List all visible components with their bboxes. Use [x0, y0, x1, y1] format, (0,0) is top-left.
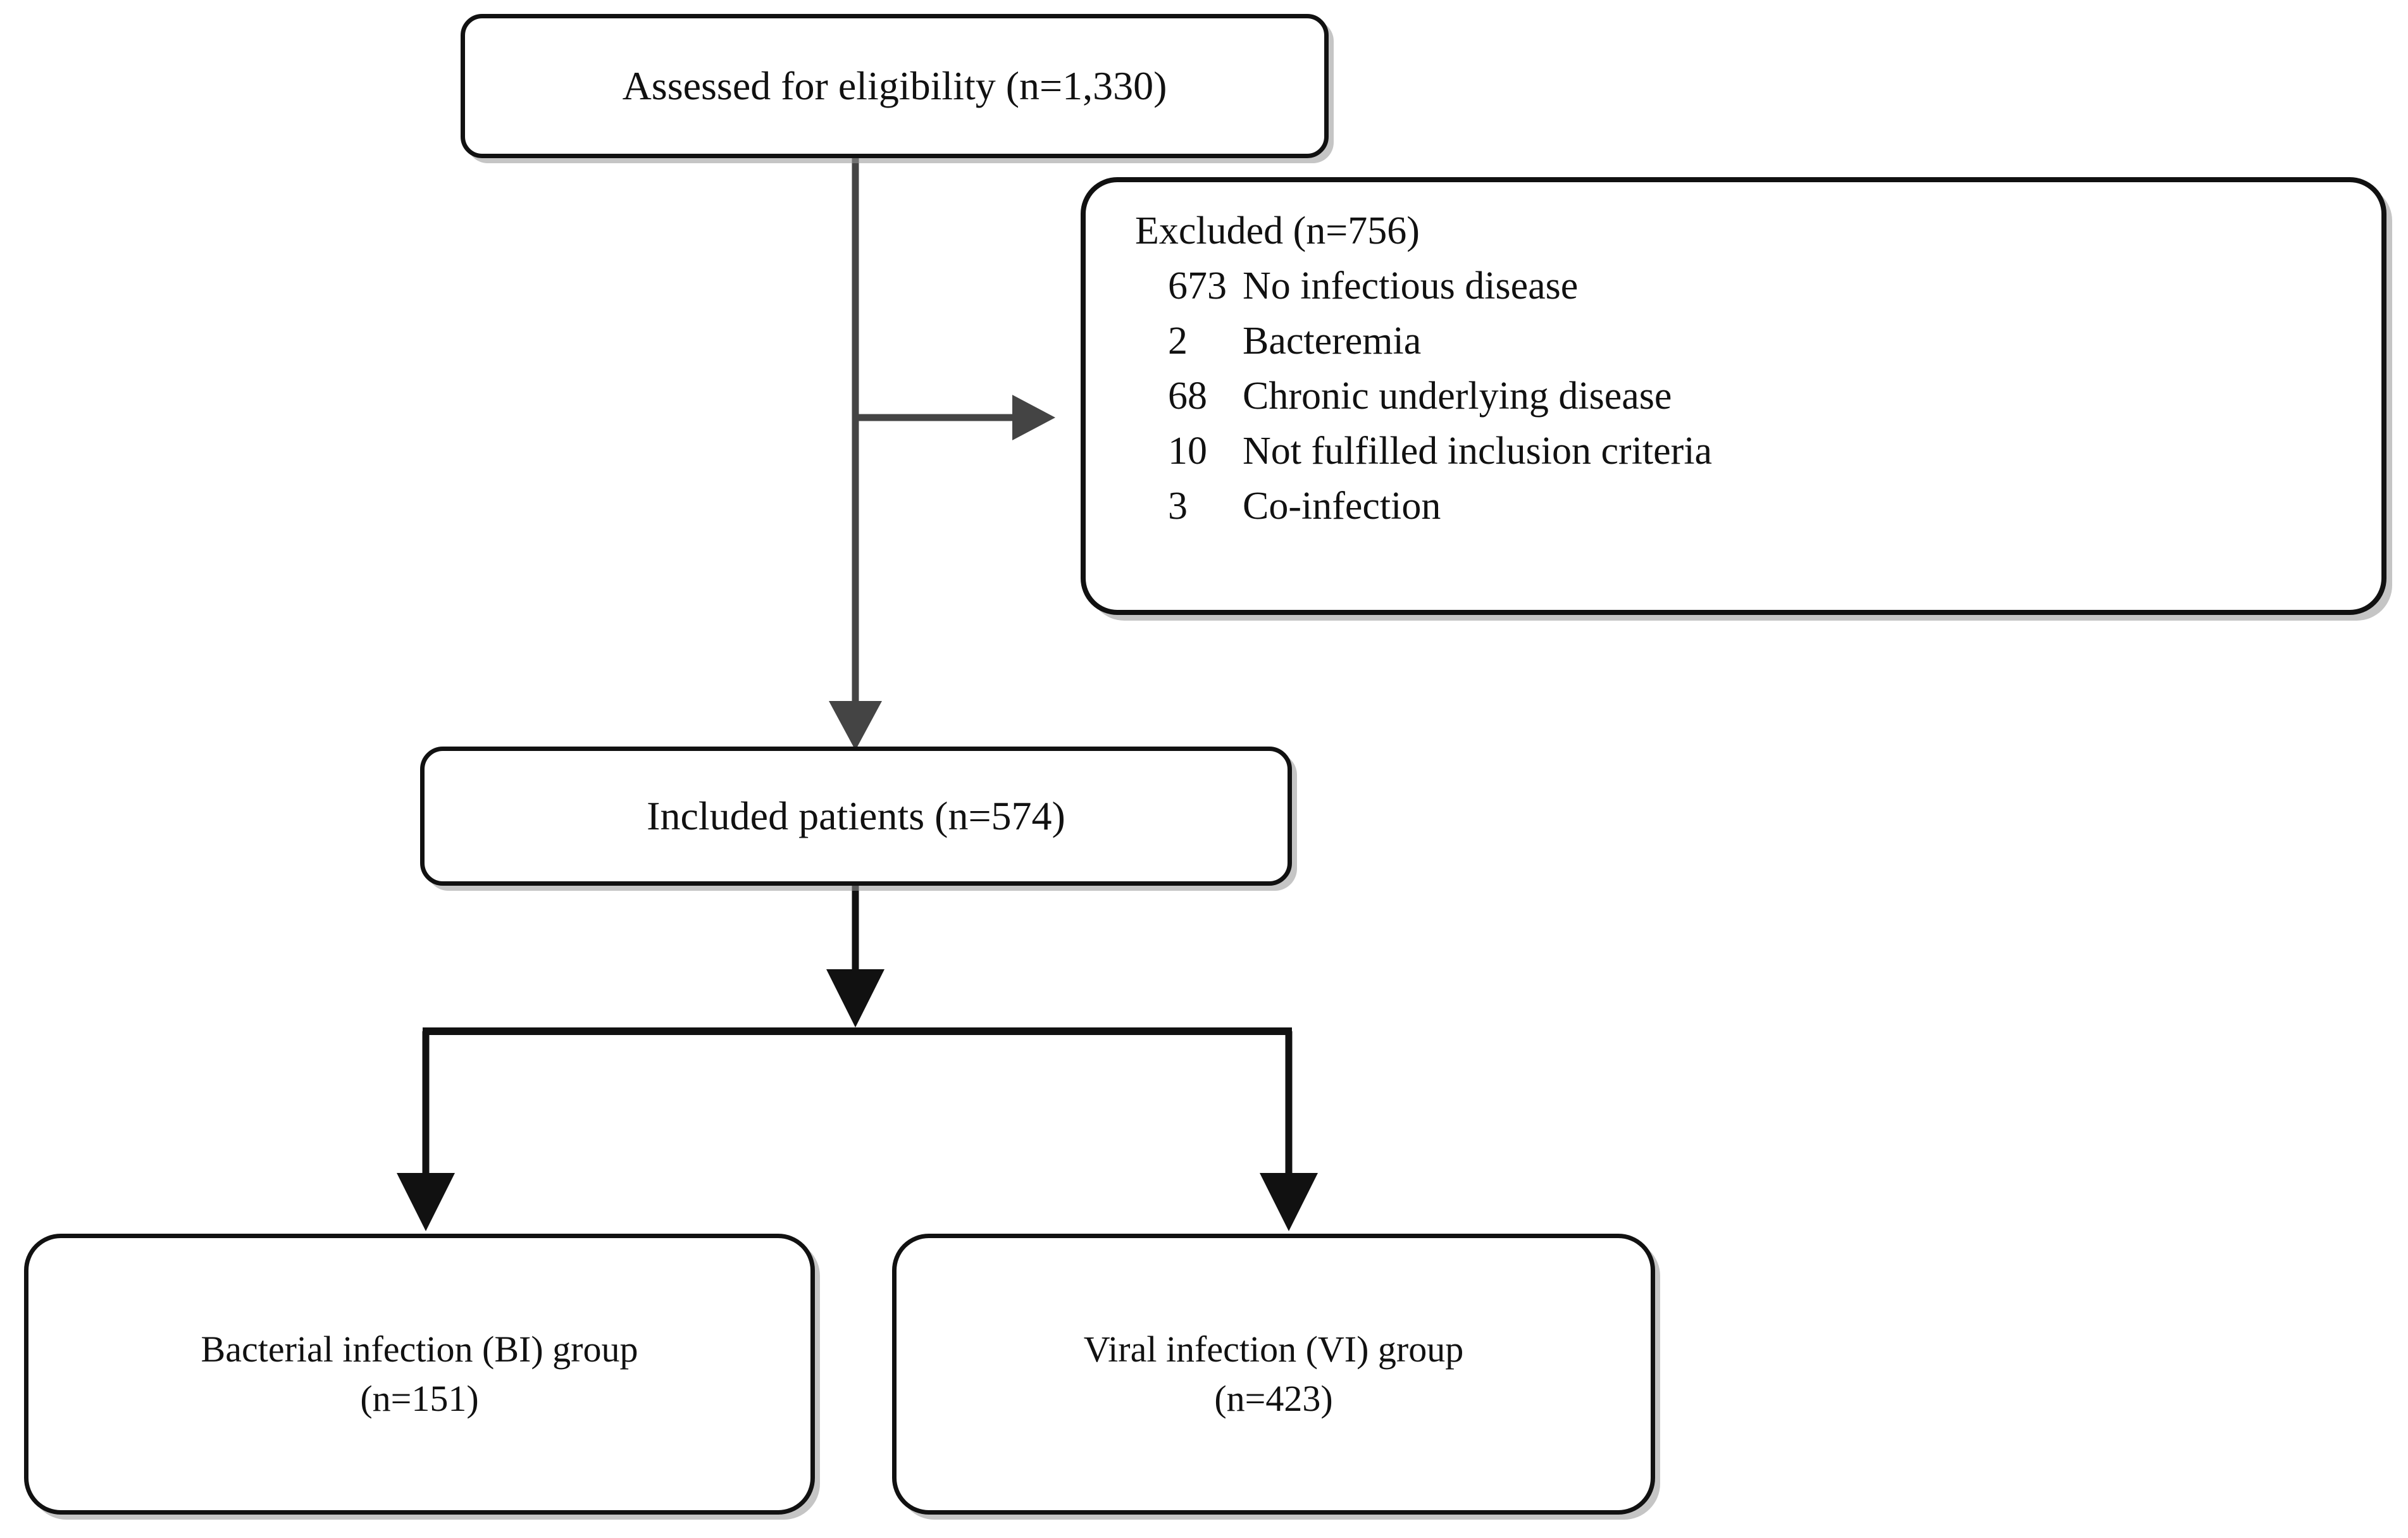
- node-included-label: Included patients (n=574): [647, 793, 1065, 838]
- excluded-reason-item: 3 Co-infection: [1168, 484, 1712, 529]
- excluded-reason-list: 673 No infectious disease 2 Bacteremia 6…: [1135, 264, 1712, 529]
- excluded-reason-label: Chronic underlying disease: [1243, 375, 1672, 418]
- excluded-body: Excluded (n=756) 673 No infectious disea…: [1086, 182, 1712, 529]
- excluded-reason-count: 673: [1168, 264, 1227, 307]
- excluded-reason-label: Co-infection: [1243, 485, 1441, 528]
- connector-to-excluded: [855, 395, 1055, 440]
- connector-included-to-split: [826, 886, 884, 1027]
- excluded-reason-item: 68 Chronic underlying disease: [1168, 374, 1712, 419]
- excluded-title: Excluded (n=756): [1135, 209, 1420, 252]
- excluded-reason-count: 3: [1168, 485, 1188, 528]
- node-bacterial-infection-group: Bacterial infection (BI) group (n=151): [24, 1234, 815, 1515]
- connector-assessed-to-included: [829, 157, 882, 750]
- connector-to-bacterial: [397, 1031, 455, 1231]
- excluded-reason-item: 2 Bacteremia: [1168, 319, 1712, 364]
- excluded-reason-item: 10 Not fulfilled inclusion criteria: [1168, 429, 1712, 474]
- node-viral-infection-group: Viral infection (VI) group (n=423): [892, 1234, 1655, 1515]
- connector-to-viral: [1260, 1031, 1318, 1231]
- excluded-reason-count: 10: [1168, 430, 1207, 473]
- excluded-reason-count: 68: [1168, 375, 1207, 418]
- excluded-reason-item: 673 No infectious disease: [1168, 264, 1712, 309]
- node-bacterial-label: Bacterial infection (BI) group (n=151): [201, 1328, 638, 1419]
- excluded-reason-label: Not fulfilled inclusion criteria: [1243, 430, 1713, 473]
- node-viral-label: Viral infection (VI) group (n=423): [1083, 1328, 1464, 1419]
- excluded-reason-label: Bacteremia: [1243, 319, 1422, 363]
- node-assessed-label: Assessed for eligibility (n=1,330): [622, 63, 1167, 108]
- node-assessed-for-eligibility: Assessed for eligibility (n=1,330): [461, 14, 1329, 158]
- node-included-patients: Included patients (n=574): [420, 747, 1292, 886]
- node-excluded: Excluded (n=756) 673 No infectious disea…: [1081, 177, 2386, 615]
- excluded-reason-count: 2: [1168, 319, 1188, 363]
- excluded-reason-label: No infectious disease: [1243, 264, 1579, 307]
